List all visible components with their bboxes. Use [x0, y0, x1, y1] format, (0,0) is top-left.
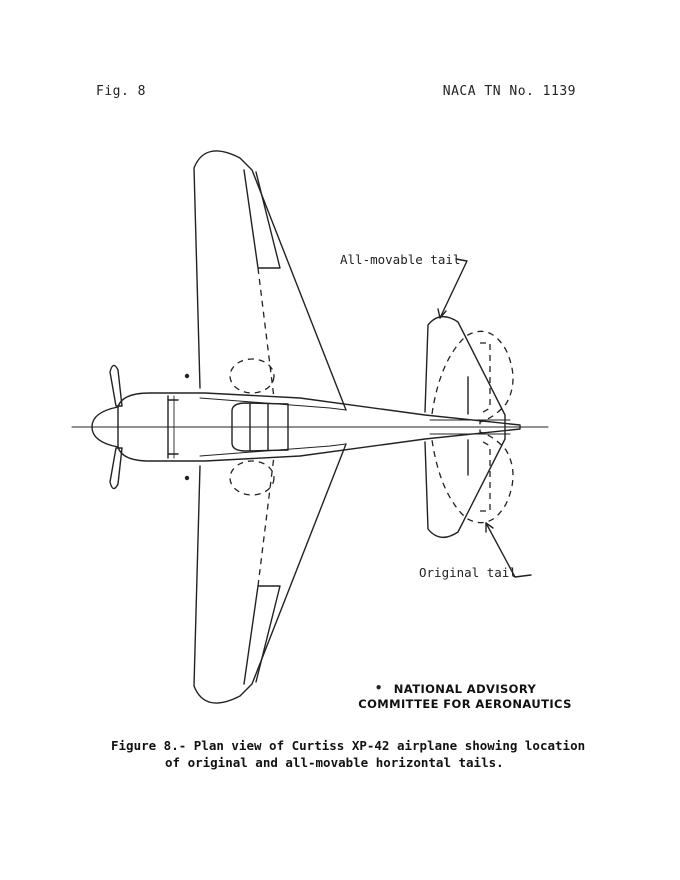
landing-gear-lower: [229, 460, 275, 496]
upper-aileron: [243, 169, 281, 269]
figure-caption-line-2: of original and all-movable horizontal t…: [165, 755, 504, 770]
all-movable-tail-outline: [424, 316, 506, 538]
lower-flap-line: [257, 455, 275, 587]
lower-wing-outline: [193, 443, 347, 704]
fuselage-outline: [117, 392, 521, 462]
spinner: [91, 406, 119, 448]
lower-aileron: [243, 585, 281, 685]
propeller-blade-lower: [109, 447, 123, 490]
landing-gear-upper: [229, 358, 275, 394]
callout-arrow-all-movable: [439, 258, 468, 319]
propeller-blade-upper: [109, 364, 123, 407]
naca-credit-line-2: COMMITTEE FOR AERONAUTICS: [358, 697, 572, 711]
upper-wing-outline: [193, 150, 347, 411]
naca-credit-line-1: NATIONAL ADVISORY: [393, 682, 537, 696]
upper-flap-line: [257, 267, 275, 399]
figure-caption-line-1: Figure 8.- Plan view of Curtiss XP-42 ai…: [111, 738, 586, 753]
figure-number: Fig. 8: [96, 84, 146, 99]
canopy: [231, 402, 289, 452]
stamp-dot: •: [375, 681, 383, 695]
callout-arrow-original: [485, 522, 532, 578]
original-tail-label: Original tail: [419, 565, 517, 580]
report-number: NACA TN No. 1139: [442, 84, 576, 99]
all-movable-tail-label: All-movable tail: [340, 252, 461, 267]
